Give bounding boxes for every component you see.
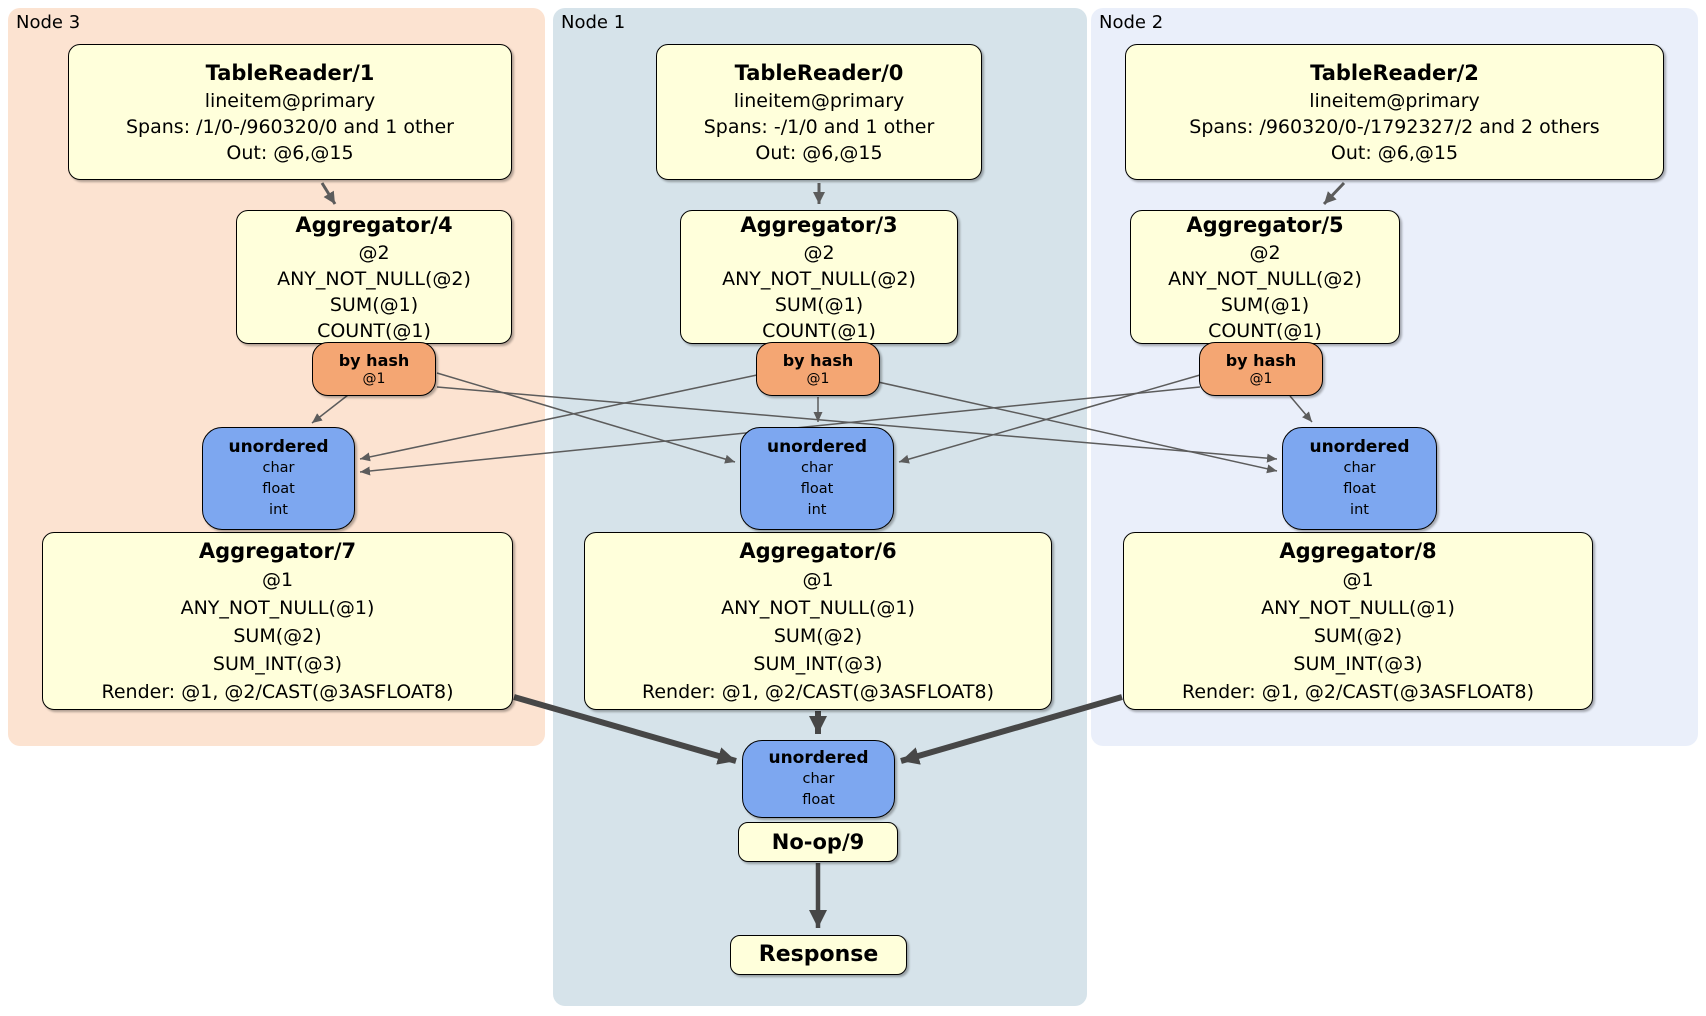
sync-detail: char [802, 771, 835, 787]
router-detail: @1 [1249, 370, 1273, 387]
processor-detail: @1 [1342, 569, 1374, 591]
processor-detail: lineitem@primary [1309, 90, 1480, 112]
processor-detail: Out: @6,@15 [1330, 142, 1459, 164]
router-by-hash-node1: by hash @1 [756, 342, 880, 396]
processor-title: Aggregator/3 [740, 213, 898, 237]
processor-detail: Out: @6,@15 [755, 142, 883, 164]
processor-detail: ANY_NOT_NULL(@1) [180, 597, 375, 619]
processor-detail: ANY_NOT_NULL(@1) [1261, 597, 1455, 619]
processor-title: Aggregator/5 [1186, 213, 1344, 237]
processor-detail: @1 [802, 569, 834, 591]
sync-title: unordered [766, 437, 868, 457]
router-title: by hash [338, 350, 410, 370]
processor-detail: Spans: /960320/0-/1792327/2 and 2 others [1189, 116, 1600, 138]
processor-tablereader-0: TableReader/0 lineitem@primary Spans: -/… [656, 44, 982, 180]
router-title: by hash [1225, 350, 1297, 370]
processor-detail: ANY_NOT_NULL(@2) [722, 268, 916, 290]
processor-aggregator-5: Aggregator/5 @2 ANY_NOT_NULL(@2) SUM(@1)… [1130, 210, 1400, 344]
sync-title: unordered [768, 748, 869, 768]
processor-detail: Out: @6,@15 [226, 142, 354, 164]
processor-title: Aggregator/7 [198, 539, 357, 563]
sync-title: unordered [228, 437, 329, 457]
processor-detail: SUM(@1) [1220, 294, 1310, 316]
sync-unordered-node3: unordered char float int [202, 427, 355, 530]
processor-detail: SUM(@2) [1313, 625, 1403, 647]
panel-node1-label: Node 1 [561, 12, 626, 33]
router-by-hash-node3: by hash @1 [312, 342, 436, 396]
processor-detail: COUNT(@1) [1208, 320, 1322, 342]
router-by-hash-node2: by hash @1 [1199, 342, 1323, 396]
response-node: Response [730, 935, 907, 975]
processor-aggregator-6: Aggregator/6 @1 ANY_NOT_NULL(@1) SUM(@2)… [584, 532, 1052, 710]
sync-detail: float [802, 792, 835, 808]
processor-title: No-op/9 [771, 830, 865, 854]
router-detail: @1 [362, 370, 386, 387]
processor-aggregator-8: Aggregator/8 @1 ANY_NOT_NULL(@1) SUM(@2)… [1123, 532, 1593, 710]
processor-detail: lineitem@primary [204, 90, 376, 112]
sync-detail: float [1343, 481, 1376, 497]
processor-detail: Render: @1, @2/CAST(@3ASFLOAT8) [1182, 681, 1534, 703]
sync-unordered-node2: unordered char float int [1282, 427, 1437, 530]
processor-detail: SUM_INT(@3) [212, 653, 343, 675]
processor-title: TableReader/1 [205, 61, 375, 85]
router-detail: @1 [806, 370, 830, 387]
sync-detail: int [269, 502, 288, 518]
sync-detail: float [800, 481, 834, 497]
processor-detail: COUNT(@1) [762, 320, 876, 342]
sync-detail: char [1343, 460, 1376, 476]
processor-detail: @2 [358, 242, 390, 264]
sync-detail: float [262, 481, 295, 497]
response-title: Response [758, 942, 879, 967]
processor-title: Aggregator/6 [739, 539, 897, 563]
processor-detail: SUM(@2) [773, 625, 863, 647]
sync-detail: int [807, 502, 827, 518]
processor-detail: ANY_NOT_NULL(@2) [277, 268, 471, 290]
processor-detail: COUNT(@1) [317, 320, 431, 342]
processor-title: Aggregator/8 [1279, 539, 1437, 563]
processor-detail: @1 [261, 569, 294, 591]
processor-title: TableReader/0 [734, 61, 904, 85]
processor-detail: ANY_NOT_NULL(@1) [721, 597, 915, 619]
processor-noop-9: No-op/9 [738, 822, 898, 862]
processor-detail: Render: @1, @2/CAST(@3ASFLOAT8) [101, 681, 454, 703]
processor-detail: SUM_INT(@3) [753, 653, 883, 675]
processor-detail: @2 [803, 242, 835, 264]
processor-detail: ANY_NOT_NULL(@2) [1168, 268, 1362, 290]
processor-detail: SUM(@1) [329, 294, 419, 316]
processor-tablereader-2: TableReader/2 lineitem@primary Spans: /9… [1125, 44, 1664, 180]
sync-unordered-node1: unordered char float int [740, 427, 894, 530]
processor-detail: lineitem@primary [733, 90, 905, 112]
panel-node2-label: Node 2 [1099, 12, 1164, 33]
processor-detail: Render: @1, @2/CAST(@3ASFLOAT8) [642, 681, 994, 703]
processor-title: Aggregator/4 [295, 213, 453, 237]
processor-detail: SUM(@1) [774, 294, 864, 316]
sync-detail: int [1350, 502, 1369, 518]
processor-tablereader-1: TableReader/1 lineitem@primary Spans: /1… [68, 44, 512, 180]
processor-aggregator-7: Aggregator/7 @1 ANY_NOT_NULL(@1) SUM(@2)… [42, 532, 513, 710]
processor-detail: SUM_INT(@3) [1293, 653, 1423, 675]
sync-unordered-final: unordered char float [742, 740, 895, 818]
panel-node3-label: Node 3 [16, 12, 81, 33]
processor-title: TableReader/2 [1310, 61, 1479, 85]
processor-aggregator-3: Aggregator/3 @2 ANY_NOT_NULL(@2) SUM(@1)… [680, 210, 958, 344]
processor-detail: SUM(@2) [233, 625, 322, 647]
router-title: by hash [782, 350, 854, 370]
processor-aggregator-4: Aggregator/4 @2 ANY_NOT_NULL(@2) SUM(@1)… [236, 210, 512, 344]
processor-detail: Spans: /1/0-/960320/0 and 1 other [126, 116, 454, 138]
sync-detail: char [262, 460, 295, 476]
sync-detail: char [800, 460, 833, 476]
processor-detail: @2 [1249, 242, 1281, 264]
sync-title: unordered [1309, 437, 1410, 457]
processor-detail: Spans: -/1/0 and 1 other [703, 116, 935, 138]
